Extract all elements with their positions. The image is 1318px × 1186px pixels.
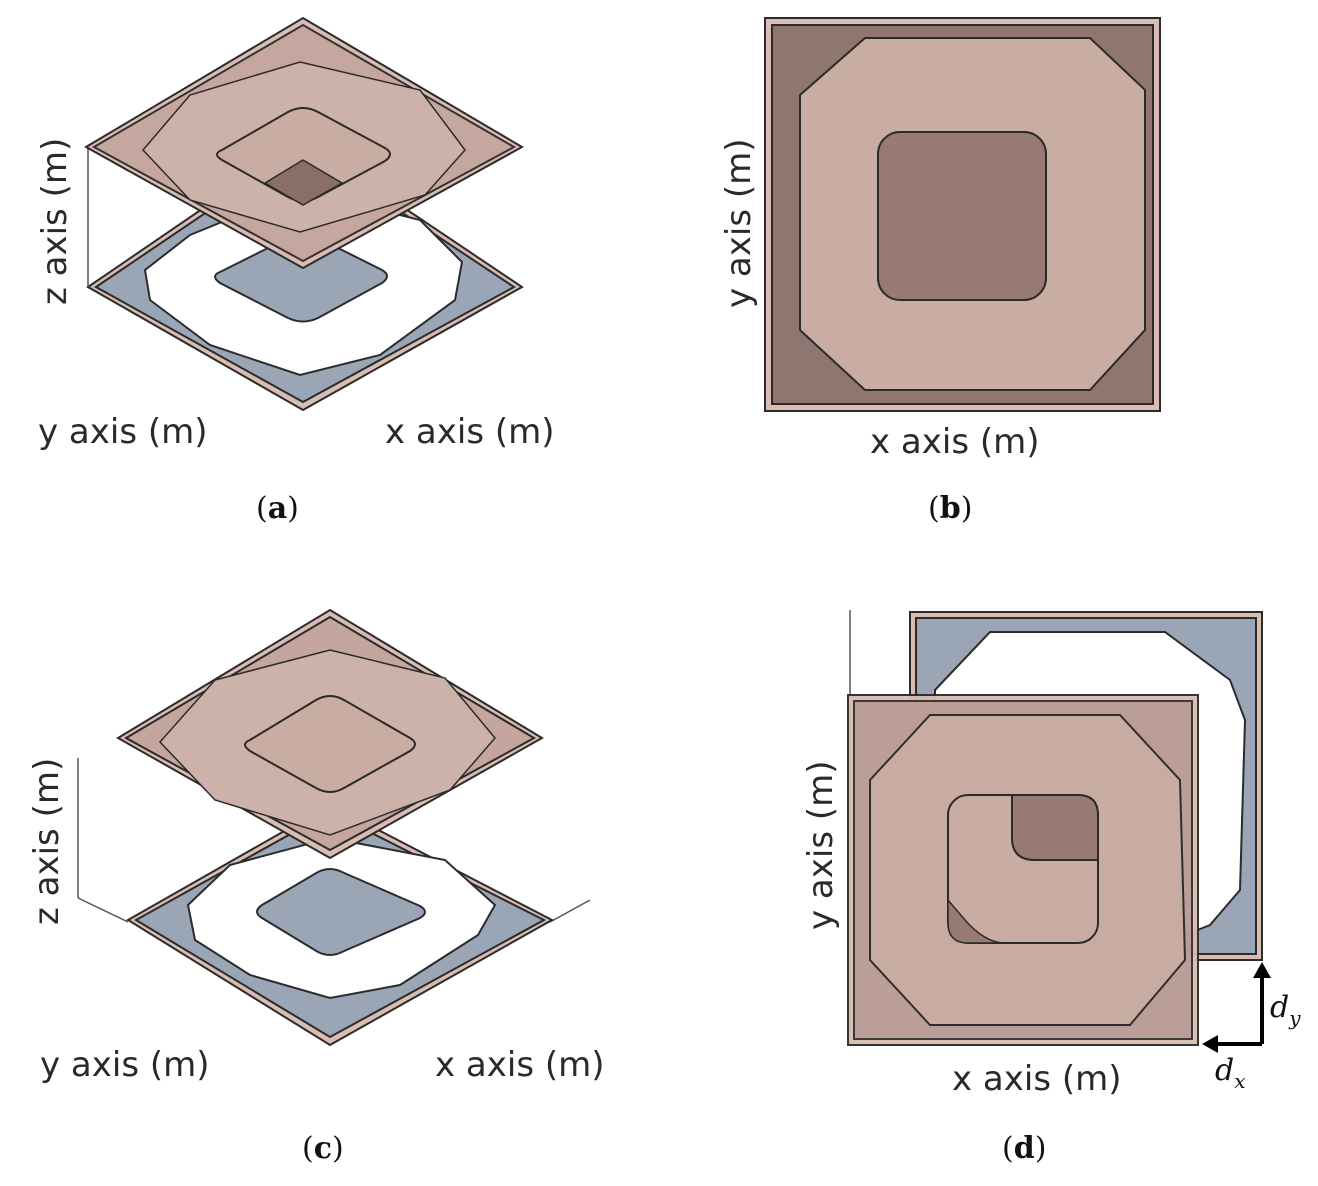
coil-inner-square	[877, 131, 1047, 301]
upper-coil-plate	[116, 608, 544, 860]
lower-coil-plate	[86, 138, 524, 412]
dx-label: dx	[1215, 1053, 1246, 1093]
panel-d: dy dx y axis (m) x axis (m) (d)	[801, 610, 1301, 1166]
panel-label-c: (c)	[302, 1131, 344, 1166]
z-axis-label: z axis (m)	[35, 138, 75, 305]
lower-coil-plate	[126, 803, 555, 1047]
dx-arrowhead-icon	[1202, 1035, 1218, 1053]
y-axis-label: y axis (m)	[38, 412, 208, 452]
x-axis-label: x axis (m)	[435, 1045, 605, 1085]
panel-label-a: (a)	[256, 491, 299, 526]
panel-b: y axis (m) x axis (m) (b)	[719, 17, 1161, 526]
panel-c: z axis (m) y axis (m) x axis (m) (c)	[27, 608, 605, 1166]
panel-a: z axis (m) y axis (m) x axis (m) (a)	[35, 16, 555, 526]
x-axis-label: x axis (m)	[952, 1059, 1122, 1099]
x-axis-line	[549, 899, 591, 923]
dy-arrowhead-icon	[1253, 962, 1271, 978]
x-axis-label: x axis (m)	[870, 422, 1040, 462]
panel-label-b: (b)	[928, 491, 972, 526]
z-axis-label: z axis (m)	[27, 758, 67, 925]
upper-coil-plate	[83, 16, 525, 270]
y-axis-line	[77, 897, 129, 923]
offset-arrows	[1202, 962, 1271, 1053]
dy-label: dy	[1270, 990, 1301, 1030]
x-axis-label: x axis (m)	[385, 412, 555, 452]
panel-label-d: (d)	[1002, 1131, 1046, 1166]
y-axis-label: y axis (m)	[40, 1045, 210, 1085]
y-axis-label: y axis (m)	[801, 760, 841, 930]
transmitter-plate	[847, 694, 1199, 1046]
y-axis-label: y axis (m)	[719, 138, 759, 308]
